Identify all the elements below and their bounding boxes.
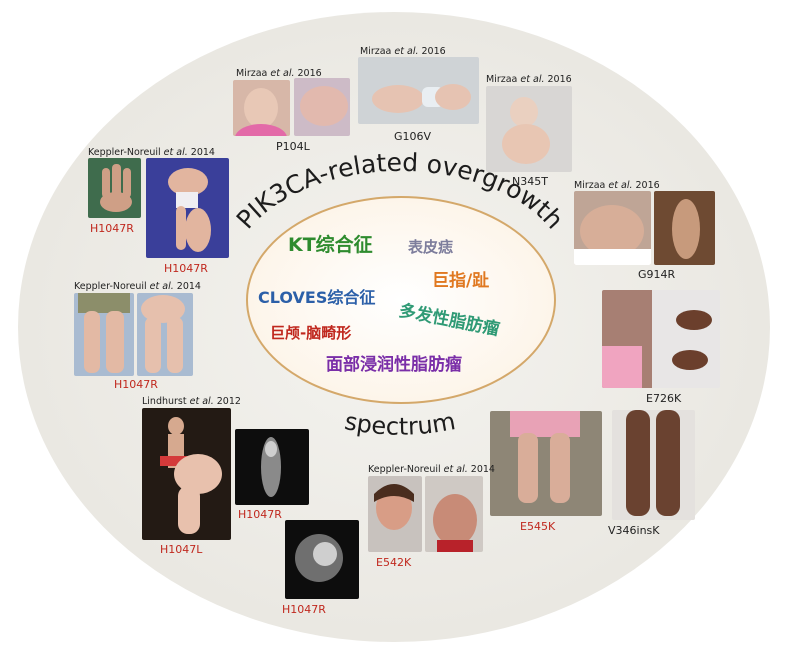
mutation-g106v: G106V bbox=[394, 130, 432, 143]
term-facial-lipomatosis: 面部浸润性脂肪瘤 bbox=[326, 355, 462, 375]
photo-e542k-face bbox=[368, 476, 422, 552]
photo-h1047r-child bbox=[146, 158, 229, 258]
photo-n345t bbox=[486, 86, 572, 172]
citation-keppler-h1047r-hand: Keppler-Noreuil et al. 2014 bbox=[88, 147, 215, 158]
spectrum-text: spectrum bbox=[342, 407, 457, 441]
mutation-h1047r-child: H1047R bbox=[164, 262, 208, 275]
mutation-h1047r-hand: H1047R bbox=[90, 222, 134, 235]
mutation-h1047l: H1047L bbox=[160, 543, 203, 556]
photo-g106v bbox=[358, 57, 479, 124]
citation-keppler-h1047r-legs: Keppler-Noreuil et al. 2014 bbox=[74, 281, 201, 292]
mutation-h1047r-mri-bottom: H1047R bbox=[282, 603, 326, 616]
photo-e542k-back bbox=[425, 476, 483, 552]
term-cloves-syndrome: CLOVES综合征 bbox=[258, 288, 376, 307]
photo-e545k bbox=[490, 411, 602, 516]
mutation-p104l: P104L bbox=[276, 140, 310, 153]
photo-h1047r-legs-front bbox=[74, 293, 134, 376]
citation-mirzaa-g914r: Mirzaa et al. 2016 bbox=[574, 180, 660, 191]
mutation-n345t: N345T bbox=[512, 175, 548, 188]
photo-h1047r-mri-axial bbox=[285, 520, 359, 599]
mutation-e542k: E542K bbox=[376, 556, 412, 569]
photo-p104l-body bbox=[294, 78, 350, 136]
citation-keppler-e542k: Keppler-Noreuil et al. 2014 bbox=[368, 464, 495, 475]
mutation-e726k: E726K bbox=[646, 392, 682, 405]
photo-h1047r-mri-sagittal bbox=[235, 429, 309, 505]
svg-text:spectrum: spectrum bbox=[342, 407, 457, 441]
inner-syndrome-oval bbox=[246, 196, 556, 404]
photo-h1047r-legs-back bbox=[137, 293, 193, 376]
term-epidermal-nevus: 表皮痣 bbox=[408, 238, 454, 256]
mutation-e545k: E545K bbox=[520, 520, 556, 533]
term-megalencephaly: 巨颅-脑畸形 bbox=[270, 324, 352, 342]
term-kt-syndrome: KT综合征 bbox=[288, 234, 373, 256]
photo-h1047r-hand bbox=[88, 158, 141, 218]
photo-e726k bbox=[602, 290, 720, 388]
citation-mirzaa-p104l: Mirzaa et al. 2016 bbox=[236, 68, 322, 79]
photo-h1047l bbox=[142, 408, 231, 540]
mutation-g914r: G914R bbox=[638, 268, 676, 281]
citation-lindhurst-h1047l: Lindhurst et al. 2012 bbox=[142, 396, 241, 407]
photo-p104l-face bbox=[233, 80, 290, 136]
mutation-v346insk: V346insK bbox=[608, 524, 660, 537]
term-macrodactyly: 巨指/趾 bbox=[432, 271, 490, 291]
citation-mirzaa-n345t: Mirzaa et al. 2016 bbox=[486, 74, 572, 85]
mutation-h1047r-legs: H1047R bbox=[114, 378, 158, 391]
mutation-h1047r-mri-top: H1047R bbox=[238, 508, 282, 521]
citation-mirzaa-g106v: Mirzaa et al. 2016 bbox=[360, 46, 446, 57]
photo-v346insk bbox=[612, 410, 695, 520]
photo-g914r-torso bbox=[574, 191, 651, 265]
photo-g914r-leg bbox=[654, 191, 715, 265]
